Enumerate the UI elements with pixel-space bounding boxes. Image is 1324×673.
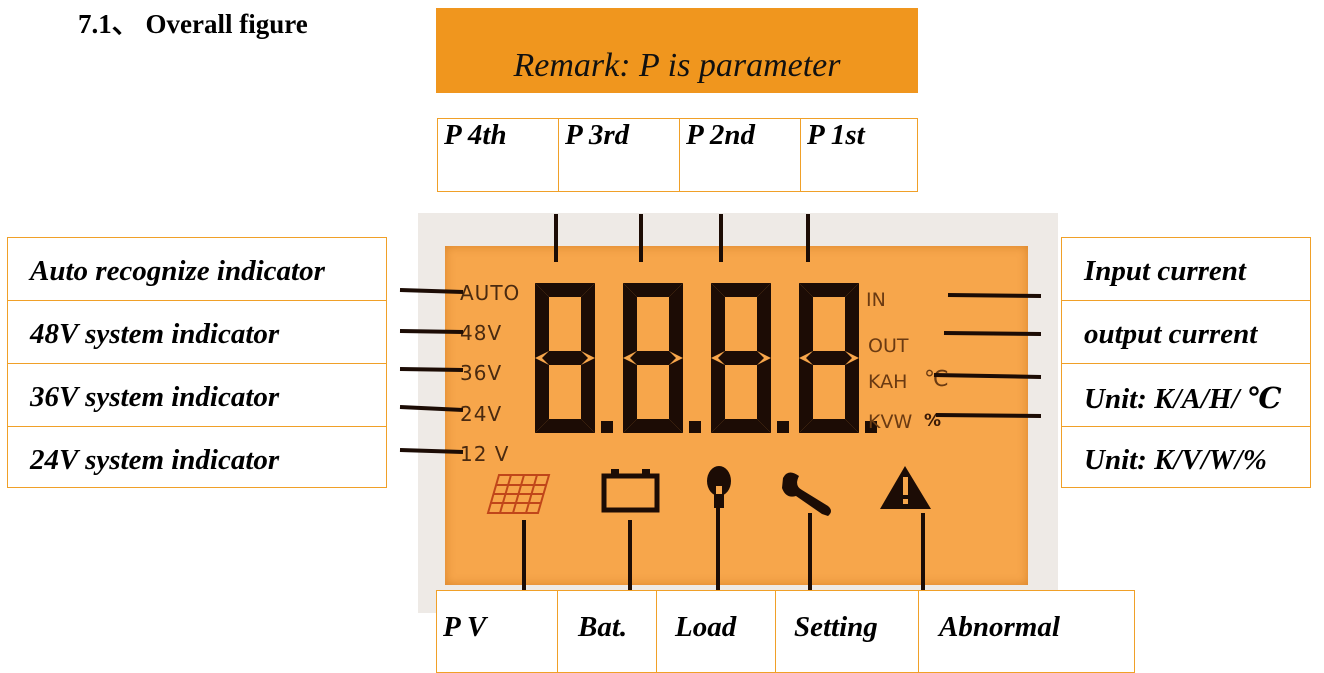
label-unit-kvw-percent: Unit: K/V/W/%: [1061, 426, 1311, 488]
label-output-current: output current: [1061, 300, 1311, 364]
leader-36v: [399, 367, 464, 372]
segment-f: [799, 283, 813, 358]
segment-d: [535, 419, 595, 433]
leader-kah: [933, 373, 1042, 379]
parameter-table: P 4th P 3rd P 2nd P 1st: [437, 118, 918, 192]
segment-b: [757, 283, 771, 358]
label-auto-recognize: Auto recognize indicator: [7, 237, 387, 301]
battery-icon: [601, 469, 660, 513]
warning-icon: [880, 466, 931, 509]
segment-a: [799, 283, 859, 297]
segment-e: [623, 358, 637, 433]
lcd-auto-indicator: AUTO: [460, 281, 520, 305]
segment-d: [799, 419, 859, 433]
segment-e: [799, 358, 813, 433]
segment-g: [630, 351, 676, 365]
leader-24v: [399, 405, 464, 412]
segment-b: [845, 283, 859, 358]
segment-f: [711, 283, 725, 358]
segment-a: [623, 283, 683, 297]
label-pv: P V: [436, 590, 558, 673]
section-heading: 7.1、 Overall figure: [78, 9, 308, 39]
segment-d: [623, 419, 683, 433]
segment-g: [542, 351, 588, 365]
segment-e: [711, 358, 725, 433]
leader-kvw: [935, 413, 1042, 418]
lcd-48v-indicator: 48V: [460, 321, 502, 345]
segment-c: [845, 358, 859, 433]
label-48v-system: 48V system indicator: [7, 300, 387, 364]
label-load: Load: [656, 590, 776, 673]
lcd-36v-indicator: 36V: [460, 361, 502, 385]
lcd-12v-indicator: 12 V: [460, 442, 510, 466]
decimal-point: [865, 421, 877, 433]
lcd-celsius-glyph: ℃: [924, 367, 949, 392]
label-setting: Setting: [775, 590, 919, 673]
segment-b: [669, 283, 683, 358]
segment-g: [718, 351, 764, 365]
segment-a: [535, 283, 595, 297]
label-abnormal: Abnormal: [918, 590, 1135, 673]
leader-in: [947, 293, 1042, 298]
lcd-out-indicator: OUT: [868, 335, 909, 357]
label-unit-kah-celsius: Unit: K/A/H/ ℃: [1061, 363, 1311, 427]
label-input-current: Input current: [1061, 237, 1311, 301]
segment-f: [535, 283, 549, 358]
param-1st: P 1st: [800, 118, 918, 192]
segment-d: [711, 419, 771, 433]
seven-segment-digits: [535, 283, 877, 433]
segment-f: [623, 283, 637, 358]
lcd-24v-indicator: 24V: [460, 402, 502, 426]
decimal-point: [689, 421, 701, 433]
segment-a: [711, 283, 771, 297]
param-4th: P 4th: [437, 118, 559, 192]
segment-g: [806, 351, 852, 365]
decimal-point: [601, 421, 613, 433]
param-2nd: P 2nd: [679, 118, 801, 192]
lcd-kvw-indicator: KVW: [868, 411, 912, 433]
leader-12v: [399, 448, 464, 454]
leader-auto: [399, 288, 464, 294]
solar-panel-icon: [486, 474, 551, 514]
remark-banner: Remark: P is parameter: [436, 8, 918, 93]
segment-b: [581, 283, 595, 358]
decimal-point: [777, 421, 789, 433]
segment-c: [757, 358, 771, 433]
lcd-in-indicator: IN: [866, 289, 886, 311]
wrench-icon: [782, 472, 831, 516]
leader-out: [943, 331, 1042, 336]
segment-c: [669, 358, 683, 433]
label-24v-system: 24V system indicator: [7, 426, 387, 488]
label-bat: Bat.: [557, 590, 657, 673]
label-36v-system: 36V system indicator: [7, 363, 387, 427]
segment-e: [535, 358, 549, 433]
bulb-icon: [707, 466, 731, 508]
param-3rd: P 3rd: [558, 118, 680, 192]
lcd-kah-indicator: KAH: [868, 371, 907, 393]
segment-c: [581, 358, 595, 433]
leader-48v: [399, 329, 464, 334]
leader-lines: [399, 214, 1042, 590]
